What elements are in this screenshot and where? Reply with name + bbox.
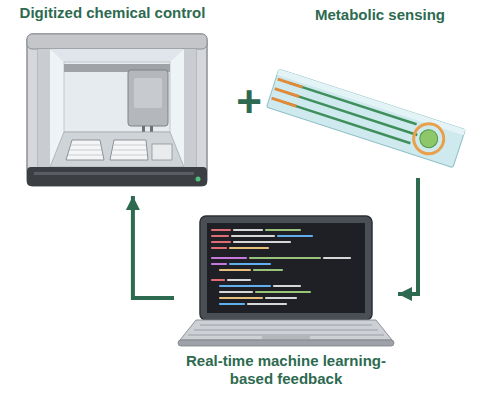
liquid-handler-illustration — [27, 34, 207, 186]
laptop-illustration — [178, 216, 394, 346]
illustration-node: Digitized chemical control — [5, 4, 220, 194]
illustration-node: Real-time machine learning-based feedbac… — [176, 212, 396, 388]
plus-sign: + — [232, 80, 266, 124]
node-heading: Digitized chemical control — [5, 4, 220, 22]
sensor-strip-illustration — [267, 69, 466, 168]
illustration-node: Metabolic sensing — [280, 6, 480, 176]
node-heading: Metabolic sensing — [280, 6, 480, 24]
node-heading: Real-time machine learning-based feedbac… — [176, 352, 396, 388]
feedback-arrow — [398, 178, 418, 294]
feedback-arrow — [133, 196, 174, 298]
